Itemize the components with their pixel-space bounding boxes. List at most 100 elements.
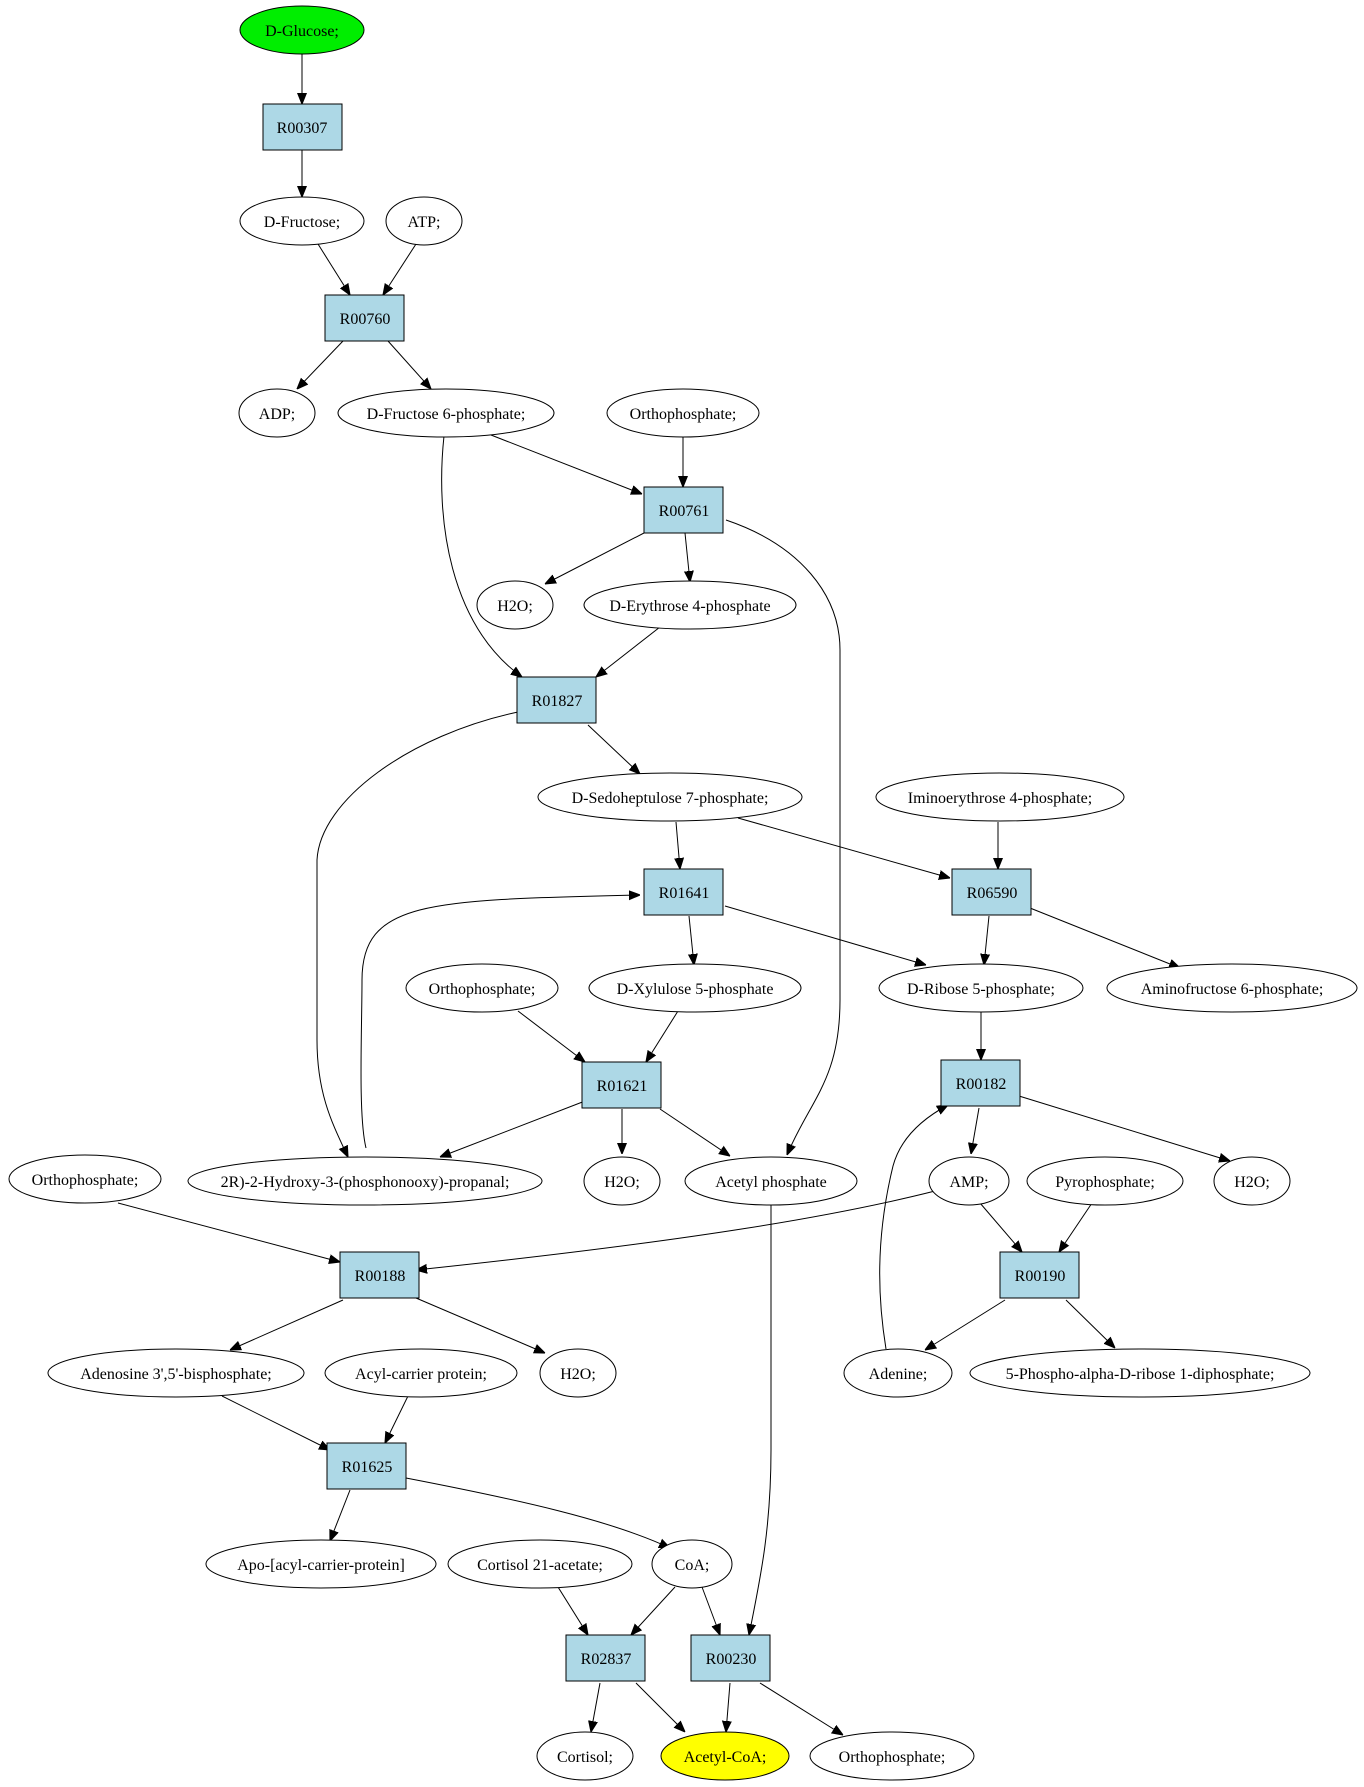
edge-r01621-g3p xyxy=(440,1100,586,1157)
edge-r06590-r5p xyxy=(984,915,989,965)
node-label: Orthophosphate; xyxy=(429,981,536,998)
node-adp[interactable]: ADP; xyxy=(238,388,316,438)
compound-node-shape xyxy=(1026,1156,1184,1206)
edge-adenine-r00182 xyxy=(879,1105,948,1350)
node-label: Aminofructose 6-phosphate; xyxy=(1141,981,1324,998)
node-label: Cortisol; xyxy=(557,1749,613,1766)
node-label: R01641 xyxy=(659,885,710,902)
node-pyrophosphate[interactable]: Pyrophosphate; xyxy=(1026,1156,1184,1206)
node-r01621[interactable]: R01621 xyxy=(581,1061,662,1109)
edge-r01625-coa xyxy=(405,1477,670,1548)
node-h2o-2[interactable]: H2O; xyxy=(583,1156,661,1206)
edge-r02837-acetylcoa xyxy=(635,1682,685,1732)
node-h2o-1[interactable]: H2O; xyxy=(476,580,554,630)
node-d-fructose[interactable]: D-Fructose; xyxy=(239,196,365,246)
node-label: R00182 xyxy=(956,1076,1007,1093)
node-atp[interactable]: ATP; xyxy=(385,196,463,246)
node-label: R02837 xyxy=(581,1651,632,1668)
edge-r01827-s7p xyxy=(587,724,640,774)
node-d-glucose[interactable]: D-Glucose; xyxy=(239,5,365,55)
edge-f6p-r00761 xyxy=(490,434,642,494)
node-r00188[interactable]: R00188 xyxy=(339,1251,420,1299)
node-label: R00188 xyxy=(355,1268,406,1285)
compound-node-shape xyxy=(187,1156,543,1206)
edge-r00188-pap xyxy=(230,1299,344,1350)
node-acetyl-phosphate[interactable]: Acetyl phosphate xyxy=(684,1156,858,1206)
compound-node-shape xyxy=(337,388,555,438)
reaction-box xyxy=(643,868,724,916)
compound-node-shape xyxy=(205,1539,437,1589)
compound-node-shape xyxy=(928,1156,1010,1206)
node-r00307[interactable]: R00307 xyxy=(262,103,343,151)
node-r00760[interactable]: R00760 xyxy=(324,294,405,342)
node-coa[interactable]: CoA; xyxy=(651,1539,733,1589)
node-h2o-3[interactable]: H2O; xyxy=(1213,1156,1291,1206)
node-label: Acyl-carrier protein; xyxy=(355,1366,487,1383)
reaction-box xyxy=(326,1442,407,1490)
node-cortisol-21-acetate[interactable]: Cortisol 21-acetate; xyxy=(447,1539,633,1589)
node-label: D-Ribose 5-phosphate; xyxy=(907,981,1055,998)
node-iminoerythrose-4-phosphate[interactable]: Iminoerythrose 4-phosphate; xyxy=(875,772,1125,822)
node-label: D-Xylulose 5-phosphate xyxy=(617,981,774,998)
node-adenosine-3-5-bisphosphate[interactable]: Adenosine 3',5'-bisphosphate; xyxy=(47,1348,305,1398)
node-d-xylulose-5-phosphate[interactable]: D-Xylulose 5-phosphate xyxy=(588,963,802,1013)
node-label: D-Sedoheptulose 7-phosphate; xyxy=(572,790,769,807)
node-glyceraldehyde-3-phosphate[interactable]: 2R)-2-Hydroxy-3-(phosphonooxy)-propanal; xyxy=(187,1156,543,1206)
node-orthophosphate-1[interactable]: Orthophosphate; xyxy=(606,388,760,438)
node-r00182[interactable]: R00182 xyxy=(940,1059,1021,1107)
compound-node-shape xyxy=(1213,1156,1291,1206)
node-aminofructose-6-phosphate[interactable]: Aminofructose 6-phosphate; xyxy=(1106,963,1358,1013)
node-r00230[interactable]: R00230 xyxy=(690,1634,771,1682)
edge-r00230-acetylcoa xyxy=(726,1682,730,1732)
node-h2o-4[interactable]: H2O; xyxy=(539,1348,617,1398)
compound-node-shape xyxy=(324,1348,518,1398)
node-acetyl-coa[interactable]: Acetyl-CoA; xyxy=(660,1731,790,1781)
reaction-box xyxy=(324,294,405,342)
compound-node-shape xyxy=(583,580,797,630)
compound-node-shape xyxy=(684,1156,858,1206)
node-cortisol[interactable]: Cortisol; xyxy=(536,1731,634,1781)
node-orthophosphate-3[interactable]: Orthophosphate; xyxy=(8,1154,162,1204)
node-d-fructose-6-phosphate[interactable]: D-Fructose 6-phosphate; xyxy=(337,388,555,438)
node-r00761[interactable]: R00761 xyxy=(643,486,724,534)
compound-node-shape xyxy=(875,772,1125,822)
node-apo-acyl-carrier-protein[interactable]: Apo-[acyl-carrier-protein] xyxy=(205,1539,437,1589)
node-label: Cortisol 21-acetate; xyxy=(477,1557,603,1574)
node-r01641[interactable]: R01641 xyxy=(643,868,724,916)
edge-f6p-r01827 xyxy=(441,435,522,677)
edge-r01641-r5p xyxy=(724,905,926,965)
node-r01625[interactable]: R01625 xyxy=(326,1442,407,1490)
edge-r00188-h2o4 xyxy=(415,1297,545,1353)
edge-r00190-prpp xyxy=(1065,1299,1115,1348)
node-label: Apo-[acyl-carrier-protein] xyxy=(237,1557,405,1574)
node-acyl-carrier-protein[interactable]: Acyl-carrier protein; xyxy=(324,1348,518,1398)
edge-e4p-r01827 xyxy=(596,626,661,677)
edge-r01827-g3p xyxy=(316,711,519,1157)
node-r01827[interactable]: R01827 xyxy=(516,676,597,724)
node-label: D-Fructose 6-phosphate; xyxy=(367,406,526,423)
reaction-box xyxy=(951,868,1032,916)
edge-r00182-amp xyxy=(971,1107,980,1154)
compound-node-shape xyxy=(47,1348,305,1398)
edge-coa-r00230 xyxy=(701,1586,720,1635)
node-r06590[interactable]: R06590 xyxy=(951,868,1032,916)
node-orthophosphate-2[interactable]: Orthophosphate; xyxy=(405,963,559,1013)
compound-node-shape xyxy=(447,1539,633,1589)
node-amp[interactable]: AMP; xyxy=(928,1156,1010,1206)
node-label: R00307 xyxy=(277,120,328,137)
edge-r06590-af6p xyxy=(1029,907,1180,968)
edge-fructose-r00760 xyxy=(317,243,350,295)
node-orthophosphate-4[interactable]: Orthophosphate; xyxy=(809,1731,975,1781)
node-adenine[interactable]: Adenine; xyxy=(843,1348,953,1398)
edge-x5p-r01621 xyxy=(646,1010,679,1062)
node-r00190[interactable]: R00190 xyxy=(999,1251,1080,1299)
edge-r00182-h2o3 xyxy=(1018,1095,1230,1161)
node-label: 5-Phospho-alpha-D-ribose 1-diphosphate; xyxy=(1006,1366,1275,1383)
node-r02837[interactable]: R02837 xyxy=(565,1634,646,1682)
node-d-erythrose-4-phosphate[interactable]: D-Erythrose 4-phosphate xyxy=(583,580,797,630)
node-d-sedoheptulose-7-phosphate[interactable]: D-Sedoheptulose 7-phosphate; xyxy=(537,772,803,822)
node-prpp[interactable]: 5-Phospho-alpha-D-ribose 1-diphosphate; xyxy=(969,1348,1311,1398)
edge-g3p-r01641 xyxy=(360,895,640,1149)
node-d-ribose-5-phosphate[interactable]: D-Ribose 5-phosphate; xyxy=(878,963,1084,1013)
